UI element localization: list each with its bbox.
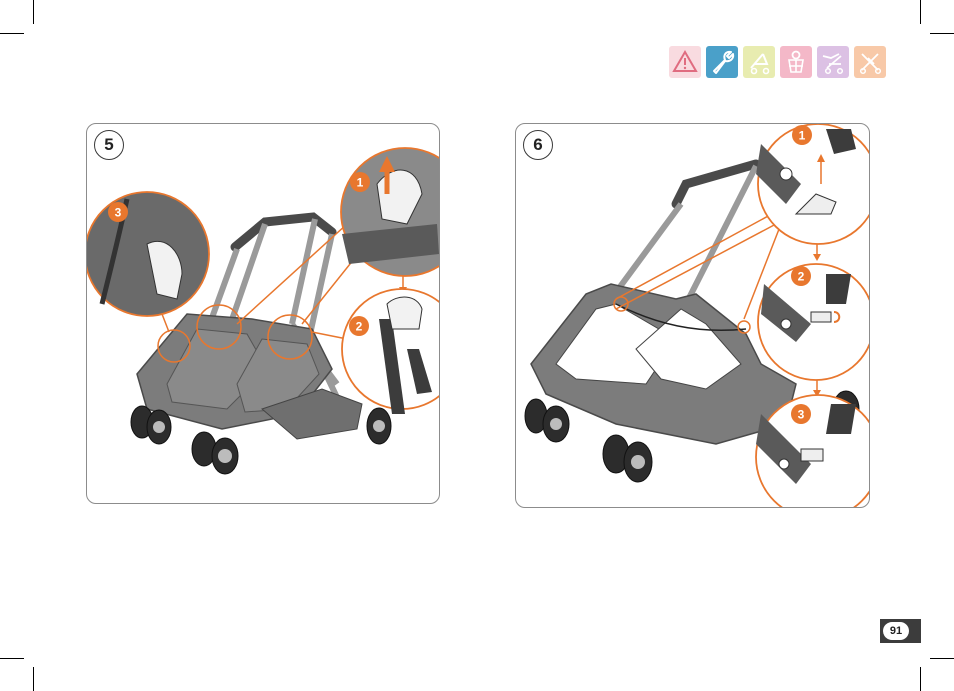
crop-mark (33, 0, 34, 24)
instruction-panel-6: 1 2 3 6 (515, 123, 870, 508)
warning-icon (669, 46, 701, 78)
crop-mark (33, 667, 34, 691)
svg-text:2: 2 (356, 320, 363, 334)
step-badge-2: 2 (791, 266, 811, 286)
crop-mark (930, 658, 954, 659)
stroller-icon (743, 46, 775, 78)
svg-text:3: 3 (798, 408, 805, 422)
step-number-6: 6 (523, 130, 553, 160)
reclined-stroller-icon (817, 46, 849, 78)
crop-mark (920, 667, 921, 691)
child-harness-icon (780, 46, 812, 78)
folding-stroller-icon (854, 46, 886, 78)
stroller-illustration-panel-5: 1 2 3 (87, 124, 439, 503)
svg-text:1: 1 (357, 176, 364, 190)
crop-mark (0, 658, 24, 659)
zoom-detail-2 (342, 289, 439, 414)
step-badge-1: 1 (350, 172, 370, 192)
step-badge-1: 1 (792, 125, 812, 145)
step-badge-2: 2 (349, 316, 369, 336)
svg-text:1: 1 (799, 129, 806, 143)
page-number: 91 (882, 621, 910, 641)
zoom-detail-1 (341, 148, 439, 276)
zoom-detail-2 (758, 264, 869, 380)
wrench-icon (706, 46, 738, 78)
svg-text:2: 2 (798, 270, 805, 284)
crop-mark (920, 0, 921, 24)
header-icon-row (669, 46, 886, 78)
stroller-illustration-panel-6: 1 2 3 (516, 124, 869, 507)
step-badge-3: 3 (108, 202, 128, 222)
crop-mark (930, 33, 954, 34)
step-number-5: 5 (94, 130, 124, 160)
svg-text:3: 3 (115, 206, 122, 220)
instruction-panel-5: 1 2 3 5 (86, 123, 440, 504)
crop-mark (0, 33, 24, 34)
step-badge-3: 3 (791, 404, 811, 424)
zoom-detail-3 (87, 192, 209, 316)
